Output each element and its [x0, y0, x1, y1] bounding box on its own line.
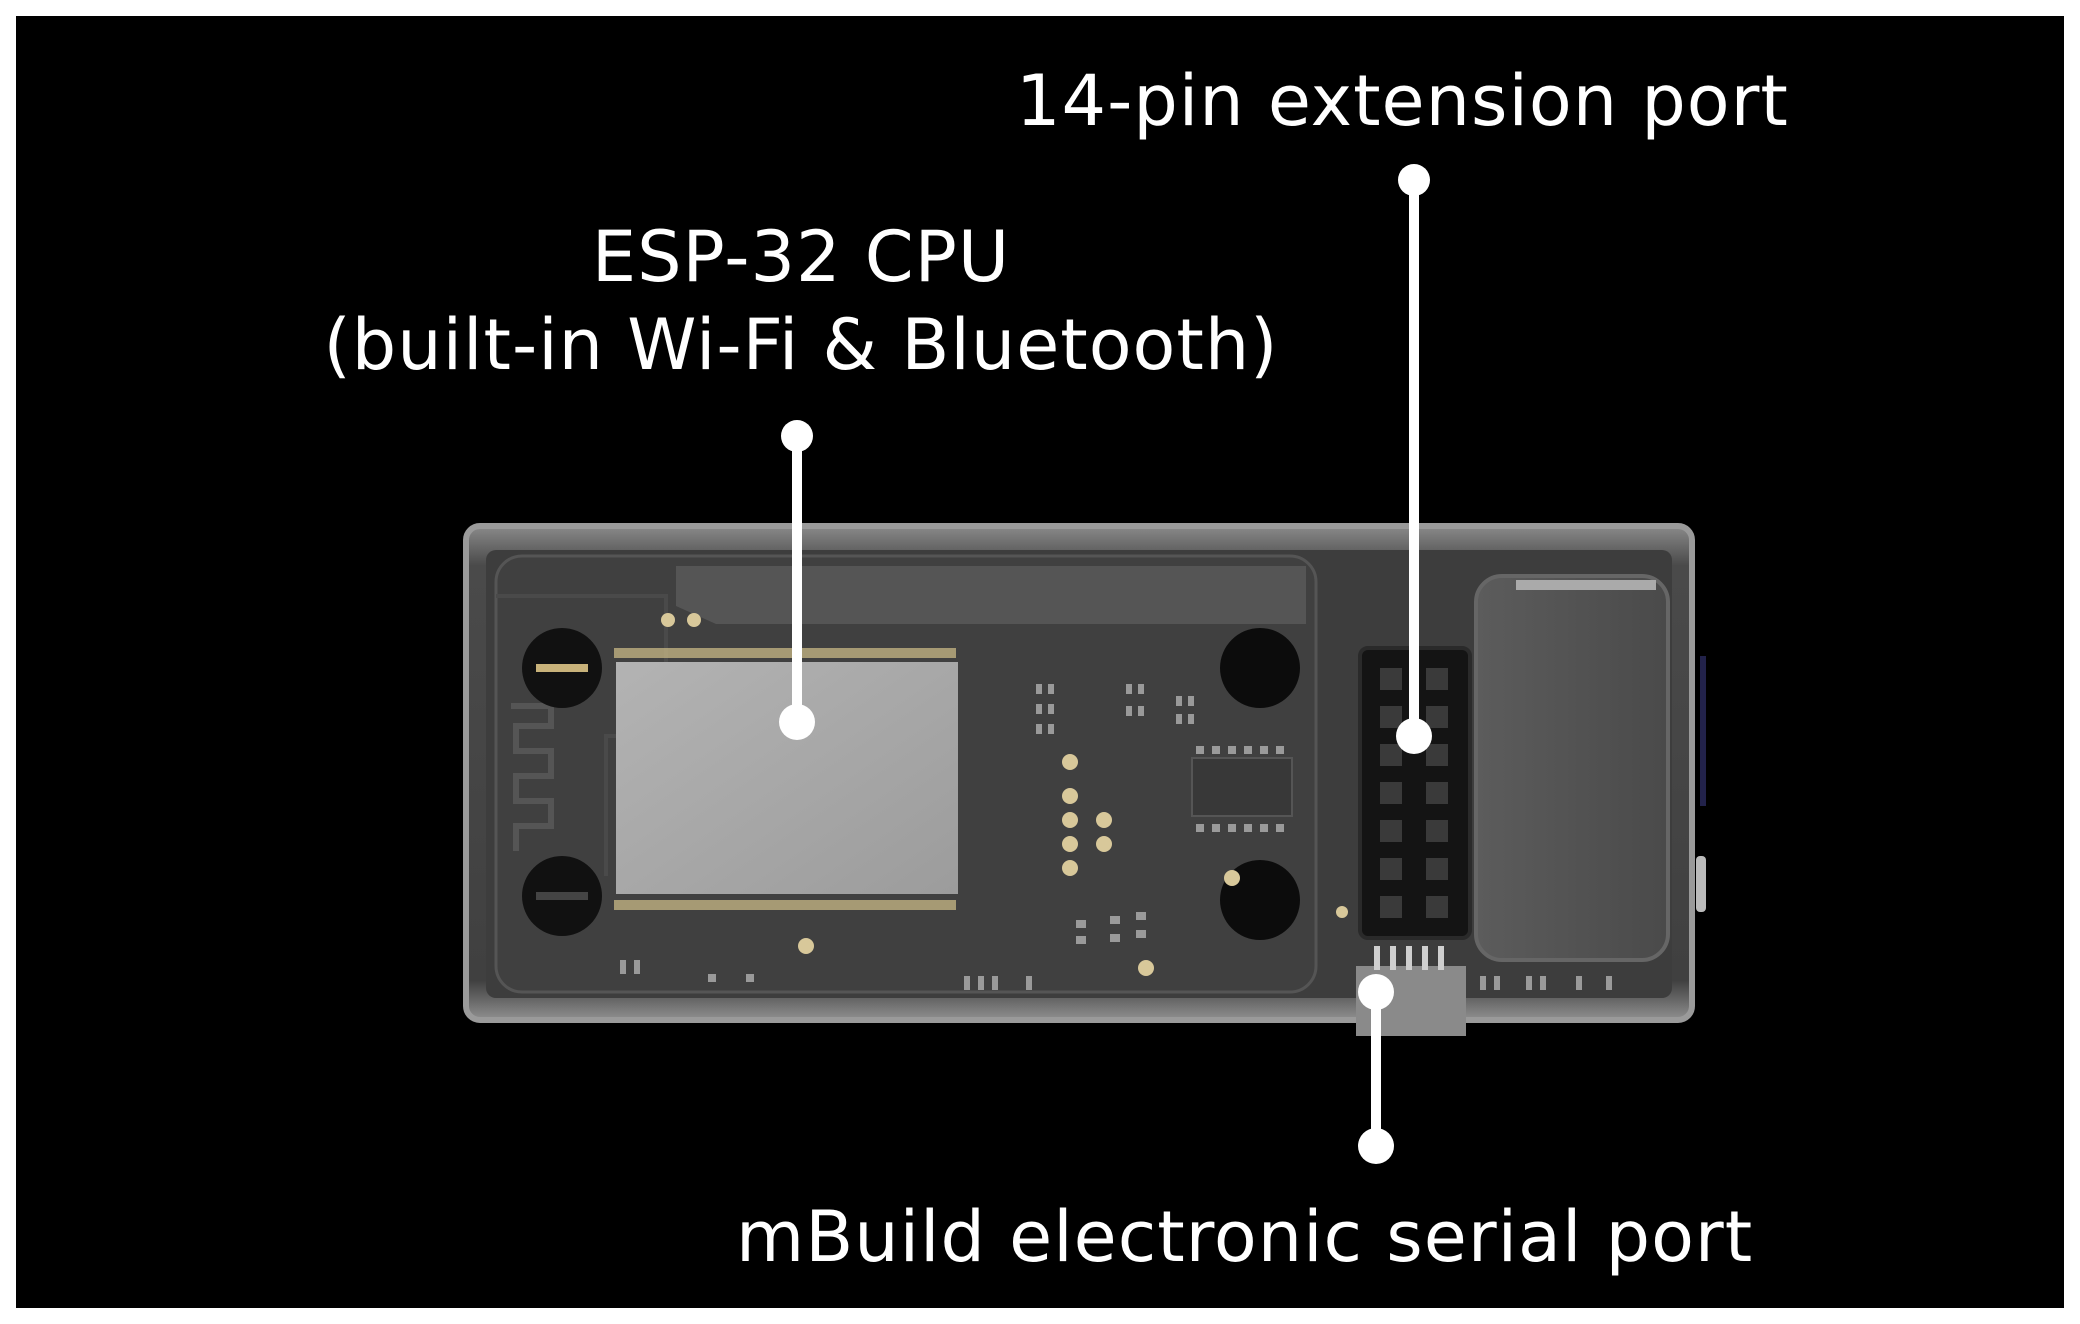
serial-port-label: mBuild electronic serial port	[736, 1196, 1754, 1278]
esp32-module-pins-bottom	[614, 900, 956, 910]
mount-hole-bottom-right	[1220, 860, 1300, 940]
esp32-cpu-label: ESP-32 CPU	[591, 216, 1011, 298]
battery-block	[1474, 574, 1670, 962]
battery-top-strip	[1516, 580, 1656, 590]
gold-components	[661, 613, 1348, 976]
esp32-cpu-sublabel: (built-in Wi-Fi & Bluetooth)	[323, 304, 1279, 386]
callout-mbuild	[1358, 974, 1394, 1164]
device-diagram: ESP-32 CPU (built-in Wi-Fi & Bluetooth) …	[16, 16, 2064, 1308]
mount-hole-top-right	[1220, 628, 1300, 708]
extension-header-pins	[1380, 668, 1448, 918]
callout-esp32	[779, 420, 815, 740]
board-top-strip	[676, 566, 1306, 624]
side-strip	[1700, 656, 1706, 806]
smd-parts	[620, 684, 1612, 990]
mbuild-connector-pins	[1374, 946, 1444, 970]
antenna-trace	[511, 703, 554, 851]
callout-14pin	[1396, 164, 1432, 754]
esp32-module-pins-top	[614, 648, 956, 658]
side-button	[1696, 856, 1706, 912]
ic-chip	[1191, 757, 1293, 817]
extension-port-label: 14-pin extension port	[1016, 60, 1789, 142]
esp32-module-shield	[616, 662, 958, 894]
device-illustration	[463, 164, 1706, 1164]
